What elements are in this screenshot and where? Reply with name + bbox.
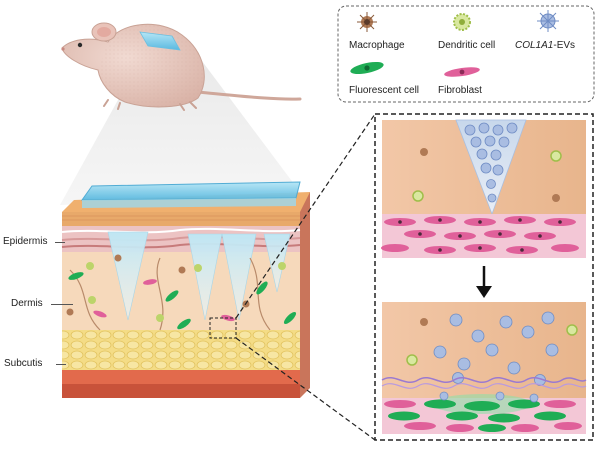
legend-label-macrophage: Macrophage	[349, 40, 405, 51]
zoom-panel-top	[381, 119, 586, 258]
skin-block	[61, 181, 310, 398]
label-dermis: Dermis	[11, 298, 73, 309]
label-epidermis: Epidermis	[3, 236, 66, 247]
legend-evs-gene: COL1A1	[515, 40, 554, 51]
down-arrow-icon	[476, 266, 492, 298]
legend-label-fibroblast: Fibroblast	[438, 85, 482, 96]
legend-icons	[350, 10, 559, 77]
legend-label-col1a1-evs: COL1A1-EVs	[515, 40, 575, 51]
legend-label-fluorescent-cell: Fluorescent cell	[349, 85, 420, 96]
zoom-panel-bottom	[381, 302, 587, 434]
legend-label-dendritic-cell: Dendritic cell	[438, 40, 496, 51]
mouse-illustration	[61, 22, 302, 111]
legend-box	[337, 5, 595, 103]
label-subcutis: Subcutis	[4, 358, 67, 369]
projection-beam	[60, 42, 300, 205]
legend-evs-suffix: -EVs	[553, 40, 576, 51]
